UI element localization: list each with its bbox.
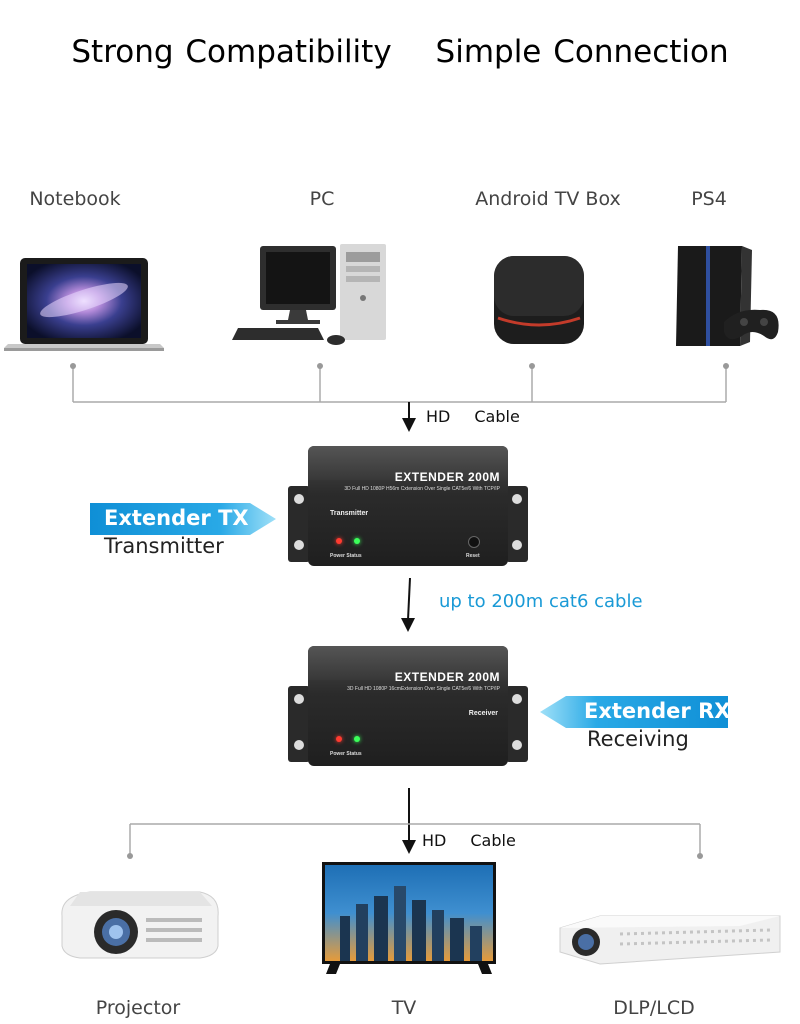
top-cable-label: HD Cable bbox=[426, 407, 544, 426]
receiver-device: EXTENDER 200M 3D Full HD 1080P 16cmExten… bbox=[288, 646, 528, 766]
destination-label-projector: Projector bbox=[95, 997, 181, 1019]
tx-arrow-tag bbox=[90, 503, 276, 535]
rx-tag-sub: Receiving bbox=[587, 727, 689, 751]
middle-cable-label: up to 200m cat6 cable bbox=[439, 591, 643, 612]
transmitter-device: EXTENDER 200M 3D Full HD 1080P H56m Cxte… bbox=[288, 446, 528, 566]
tx-tag-sub: Transmitter bbox=[104, 534, 224, 558]
transmitter-name: EXTENDER 200M bbox=[394, 470, 500, 484]
laptop-icon bbox=[4, 258, 164, 351]
game-console-icon bbox=[676, 246, 779, 346]
transmitter-desc: 3D Full HD 1080P H56m Cxtension Over Sin… bbox=[344, 486, 500, 492]
projector-icon bbox=[61, 891, 219, 959]
status-led-icon bbox=[354, 538, 360, 544]
power-led-icon bbox=[336, 538, 342, 544]
destination-label-tv: TV bbox=[391, 997, 417, 1019]
bottom-cable-cable: Cable bbox=[470, 831, 516, 850]
bottom-cable-label: HD Cable bbox=[422, 831, 540, 850]
source-label-notebook: Notebook bbox=[29, 188, 121, 210]
middle-arrow-icon bbox=[401, 577, 415, 632]
top-connector bbox=[70, 363, 729, 432]
transmitter-left-ear bbox=[288, 486, 310, 562]
rx-tag-title: Extender RX bbox=[584, 699, 731, 723]
status-led-icon bbox=[354, 736, 360, 742]
receiver-right-ear bbox=[506, 686, 528, 762]
bottom-cable-hd: HD bbox=[422, 831, 447, 850]
top-cable-hd: HD bbox=[426, 407, 451, 426]
transmitter-power-status: Power Status bbox=[330, 553, 362, 559]
desktop-computer-icon bbox=[232, 244, 386, 345]
receiver-left-ear bbox=[288, 686, 310, 762]
destination-devices bbox=[61, 862, 781, 974]
destination-label-dlp-lcd: DLP/LCD bbox=[613, 997, 695, 1019]
power-led-icon bbox=[336, 736, 342, 742]
tv-box-icon bbox=[494, 256, 584, 344]
receiver-name: EXTENDER 200M bbox=[394, 670, 500, 684]
receiver-mode: Receiver bbox=[468, 710, 498, 717]
transmitter-mode: Transmitter bbox=[330, 510, 369, 517]
rx-arrow-tag bbox=[540, 696, 728, 728]
tx-tag-title: Extender TX bbox=[104, 506, 249, 530]
source-label-ps4: PS4 bbox=[691, 188, 727, 210]
transmitter-right-ear bbox=[506, 486, 528, 562]
source-label-android-tv-box: Android TV Box bbox=[475, 188, 621, 210]
title-connection: Simple Connection bbox=[435, 34, 729, 70]
transmitter-reset-label: Reset bbox=[466, 553, 480, 559]
source-devices bbox=[4, 244, 779, 351]
top-cable-cable: Cable bbox=[474, 407, 520, 426]
reset-button bbox=[468, 536, 480, 548]
tv-icon bbox=[322, 862, 496, 974]
source-label-pc: PC bbox=[309, 188, 335, 210]
receiver-power-status: Power Status bbox=[330, 751, 362, 757]
pico-projector-icon bbox=[559, 915, 781, 965]
page-title: Strong Compatibility Simple Connection bbox=[0, 34, 800, 70]
receiver-desc: 3D Full HD 1080P 16cmExtension Over Sing… bbox=[347, 686, 500, 692]
bottom-connector bbox=[127, 788, 703, 859]
title-compatibility: Strong Compatibility bbox=[71, 34, 392, 70]
